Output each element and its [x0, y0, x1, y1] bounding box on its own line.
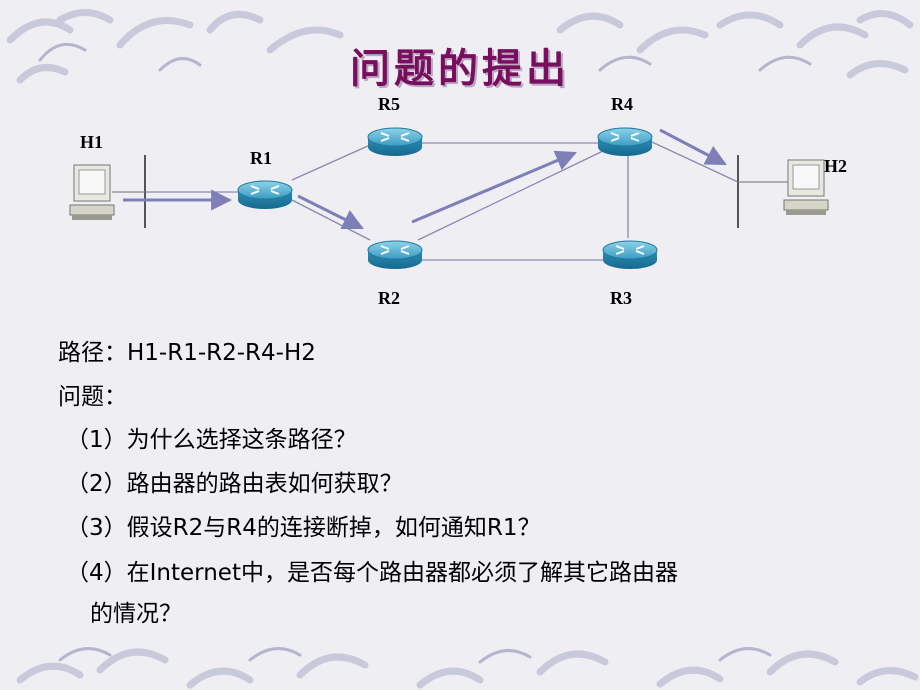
host-h2-icon: [783, 159, 829, 215]
question-2: （2）路由器的路由表如何获取？: [66, 471, 403, 497]
question-3: （3）假设R2与R4的连接断掉，如何通知R1？: [66, 515, 541, 541]
link-r4-h2: [651, 141, 739, 183]
router-r4-icon: [597, 127, 653, 156]
links: [145, 141, 739, 261]
arrow-r2-r4: [411, 150, 577, 224]
question-4-continued: 的情况？: [90, 601, 182, 627]
arrow-r4-h2: [659, 128, 727, 166]
label-r3: R3: [610, 288, 632, 308]
question-1: （1）为什么选择这条路径？: [66, 427, 357, 453]
link-r1-r2: [291, 199, 371, 241]
path-line: 路径：H1-R1-R2-R4-H2: [58, 340, 316, 366]
arrow-r1-r2: [297, 194, 364, 230]
label-r2: R2: [378, 288, 400, 308]
router-r3-icon: [602, 240, 658, 269]
host-h1-icon: [69, 164, 115, 220]
link-r1-r5: [291, 144, 371, 181]
router-r5-icon: [367, 127, 423, 156]
label-r4: R4: [611, 94, 633, 114]
router-r2-icon: [367, 240, 423, 269]
link-r2-r4: [417, 149, 606, 241]
router-r1-icon: [237, 180, 293, 209]
label-r5: R5: [378, 94, 400, 114]
path-arrows: [123, 128, 727, 230]
slide-title: 问题的提出: [350, 46, 570, 92]
network-diagram: [69, 127, 829, 269]
label-r1: R1: [250, 148, 272, 168]
question-heading: 问题：: [58, 384, 127, 410]
label-h2: H2: [824, 156, 848, 176]
question-4: （4）在Internet中，是否每个路由器都必须了解其它路由器: [66, 560, 678, 586]
label-h1: H1: [80, 132, 104, 152]
